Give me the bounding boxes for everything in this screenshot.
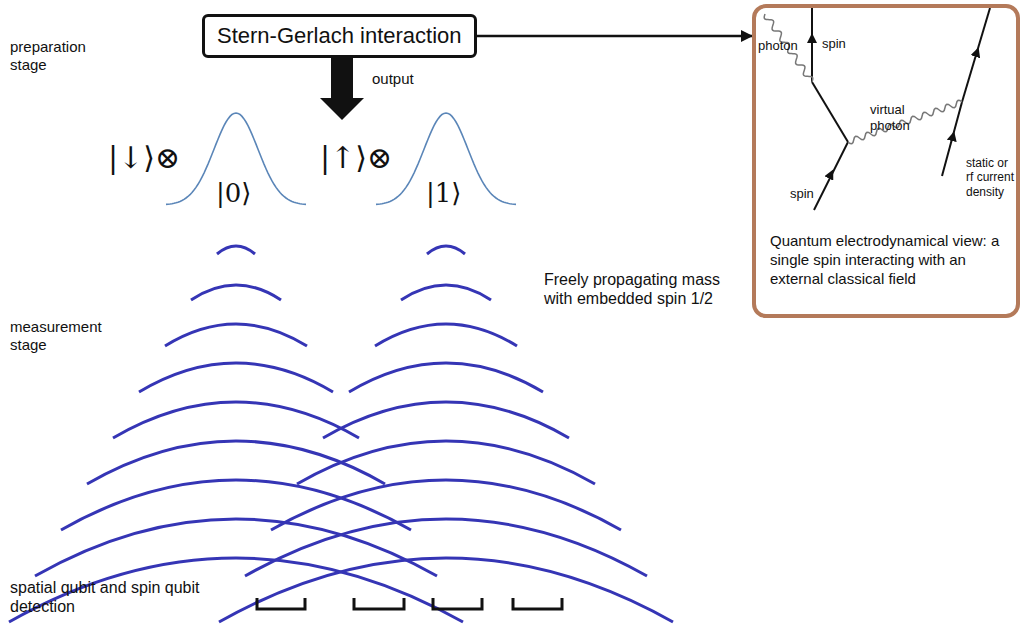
wavefront bbox=[61, 480, 411, 530]
wavefront bbox=[297, 441, 595, 484]
state-label: |0⟩ bbox=[216, 178, 251, 209]
annotation: preparation stage bbox=[10, 38, 120, 74]
wavefront bbox=[35, 519, 437, 576]
annotation: output bbox=[372, 70, 414, 88]
feynman-diagram bbox=[764, 8, 990, 210]
annotation: measurement stage bbox=[10, 318, 120, 354]
diagram-label: virtual photon bbox=[870, 102, 930, 133]
annotation: spatial qubit and spin qubit detection bbox=[10, 578, 260, 616]
state-label: |↑⟩⊗ bbox=[320, 140, 392, 176]
wavefront bbox=[191, 285, 281, 300]
diagram-label: photon bbox=[758, 38, 798, 54]
wavefront bbox=[323, 402, 569, 438]
diagram-label: spin bbox=[822, 36, 846, 52]
wavefront bbox=[113, 402, 359, 438]
wavefront bbox=[427, 246, 465, 254]
node-text: Stern-Gerlach interaction bbox=[217, 22, 462, 50]
wavefront bbox=[217, 246, 255, 254]
diagram-label: static or rf current density bbox=[966, 156, 1018, 199]
detectors bbox=[257, 598, 562, 609]
process-box: Stern-Gerlach interaction bbox=[202, 14, 477, 58]
wavefront bbox=[165, 324, 307, 346]
diagram-label: spin bbox=[790, 186, 814, 202]
node-text: Quantum electrodynamical view: a single … bbox=[770, 232, 1012, 288]
annotation: Freely propagating mass with embedded sp… bbox=[544, 270, 734, 308]
connector-arrow bbox=[477, 35, 752, 38]
wavefront bbox=[271, 480, 621, 530]
wavefront bbox=[245, 519, 647, 576]
output-arrow bbox=[320, 52, 364, 120]
wavefront bbox=[139, 363, 333, 392]
wavefront bbox=[401, 285, 491, 300]
wavefront bbox=[375, 324, 517, 346]
wavefront bbox=[349, 363, 543, 392]
state-label: |1⟩ bbox=[426, 178, 461, 209]
state-label: |↓⟩⊗ bbox=[108, 140, 180, 176]
wavefront bbox=[219, 558, 673, 622]
